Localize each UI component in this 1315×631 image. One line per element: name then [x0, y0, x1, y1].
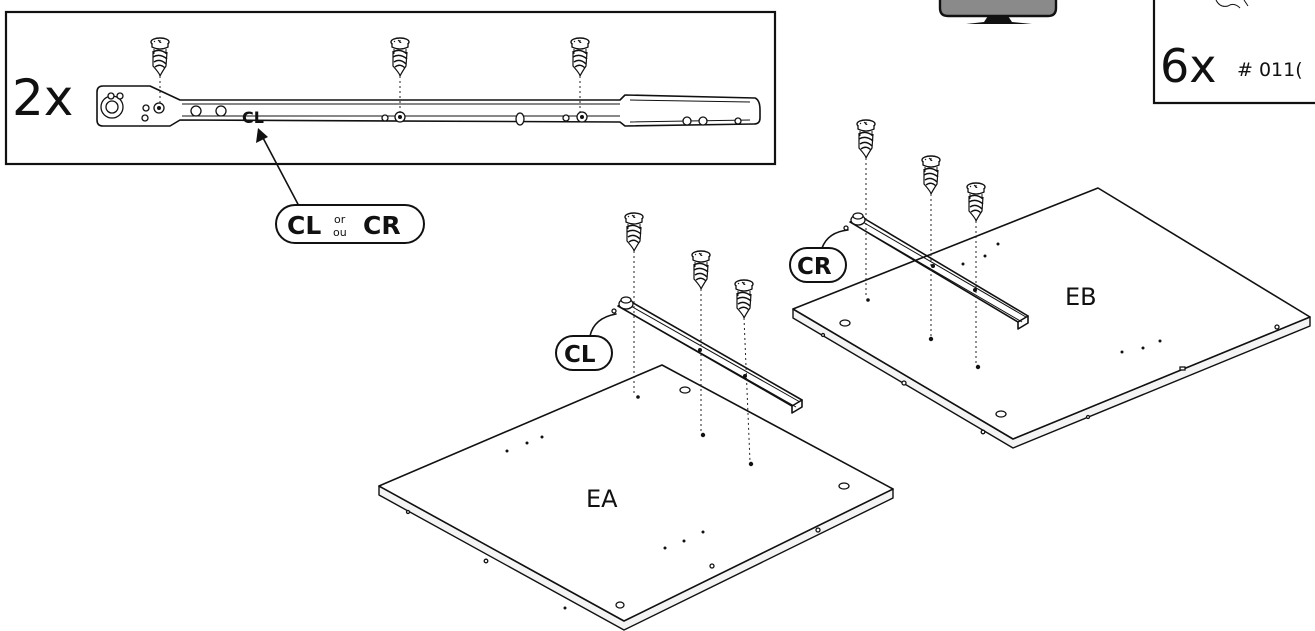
rail-detail-box: 2x CL	[4, 10, 777, 209]
hardware-quantity: 6x	[1160, 39, 1217, 93]
panel-eb: EB	[792, 187, 1311, 449]
rail-on-ea	[611, 296, 803, 414]
screw-ea-3	[734, 279, 754, 463]
hardware-box: 6x # 011(	[1152, 0, 1315, 105]
cr-callout-label: CR	[797, 254, 832, 280]
rail-callout-cr: CR	[789, 229, 849, 283]
callout-arrow	[261, 135, 301, 209]
hardware-part-number: # 011(	[1237, 59, 1303, 81]
rail-callout-cl: CL	[555, 313, 617, 371]
screw-ea-2	[691, 250, 711, 433]
screw-ea-1	[624, 212, 644, 396]
rail-on-eb	[843, 212, 1029, 330]
callout-pill	[275, 204, 425, 244]
detail-quantity: 2x	[12, 69, 73, 127]
rail-side-label: CL	[242, 108, 264, 127]
callout-right-label: CR	[363, 211, 401, 240]
detail-screw-1	[150, 37, 170, 106]
panel-ea-label: EA	[586, 485, 618, 513]
callout-left-label: CL	[287, 211, 321, 240]
detail-screw-3	[570, 37, 590, 114]
screw-eb-3	[966, 182, 986, 365]
detail-box-frame	[4, 10, 777, 166]
rail-side-callout: CL or ou CR	[275, 204, 425, 244]
callout-or-fr: ou	[333, 226, 347, 239]
detail-screw-2	[390, 37, 410, 114]
cl-callout-label: CL	[564, 342, 596, 368]
hardware-sketch	[1215, 0, 1249, 9]
panel-ea: EA	[378, 364, 894, 631]
panel-eb-label: EB	[1065, 283, 1097, 311]
screw-eb-2	[921, 155, 941, 337]
tv-icon	[938, 0, 1058, 24]
arrow-head	[256, 128, 268, 143]
screw-eb-1	[856, 119, 876, 298]
drawer-rail-detail	[96, 85, 761, 127]
hardware-box-frame	[1152, 0, 1315, 105]
callout-or-en: or	[334, 213, 346, 226]
